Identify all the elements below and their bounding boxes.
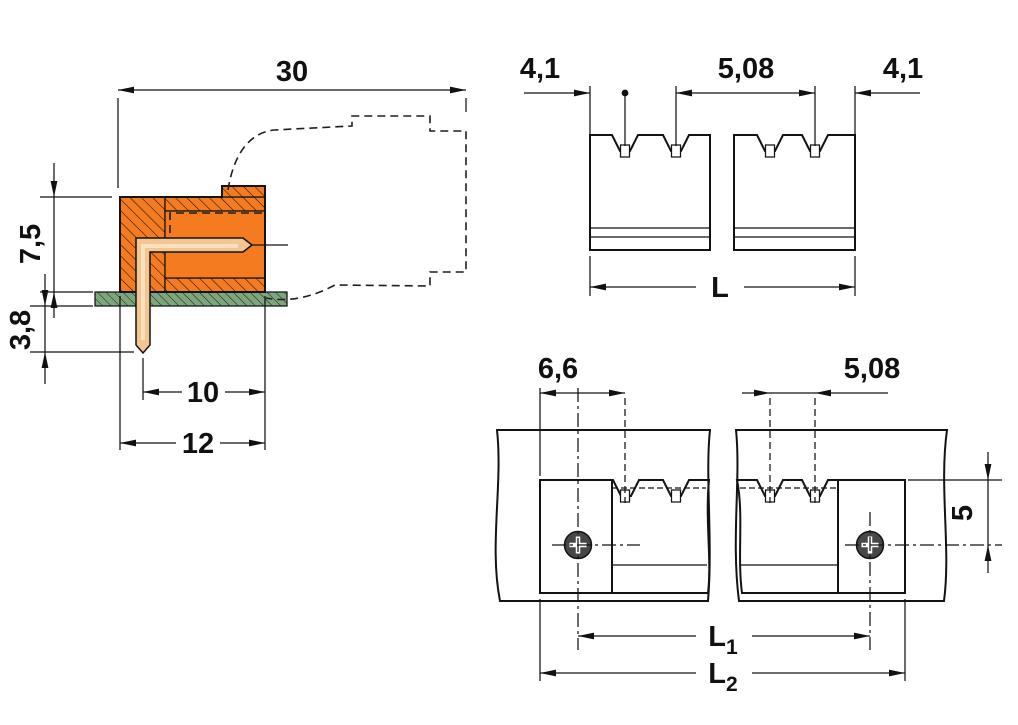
dim-end-margin-left: 4,1 [520,53,590,97]
dim-label-pole-pitch-panel: 5,08 [844,353,900,385]
first-pin-centerline [621,89,629,146]
dim-height-above-board: 7,5 [15,163,112,318]
connector-panel-right [735,479,839,594]
dim-edge-to-screw-axis: 5 [908,452,1002,573]
pin-openings-front [619,144,821,158]
dim-label-end-margin-left: 4,1 [520,53,560,85]
dim-flange-to-first-pole: 6,6 [538,353,625,476]
connector-panel-left [611,479,711,594]
dim-label-pin-length: 3,8 [5,310,37,350]
dim-label-end-margin-right: 4,1 [883,53,923,85]
pin-openings-panel [619,489,821,503]
dim-l2: L2 [539,599,906,696]
dim-label-flange-to-first-pole: 6,6 [538,353,578,385]
dim-label-pole-pitch-front: 5,08 [718,53,774,85]
dim-label-overall-depth: 30 [276,56,308,88]
dim-pole-pitch-front: 5,08 [676,53,815,97]
dim-pole-pitch-panel: 5,08 [742,353,900,397]
connector-front-right [733,134,856,251]
dim-label-l1: L1 [708,621,738,659]
front-view: 4,1 5,08 4,1 L [520,53,923,304]
dim-overall-depth: 30 [117,56,467,188]
dim-end-margin-right: 4,1 [855,53,923,97]
dim-label-body-depth: 12 [182,428,214,460]
dim-pin-length-below-board: 3,8 [5,274,134,384]
side-view: 30 7,5 3,8 10 [5,56,467,460]
connector-front-left [589,134,711,251]
panel-view: 6,6 5,08 5 L1 [494,353,1002,696]
dim-body-depth: 12 [119,296,265,460]
dim-l1: L1 [578,621,870,659]
mounting-flange-right [837,479,906,594]
dim-label-l2: L2 [708,658,737,696]
dim-total-length: L [589,256,856,304]
mounting-panel-right [734,429,949,602]
mounting-panel-left [494,429,712,602]
dim-label-total-length: L [711,272,729,304]
dim-pin-to-mating-face: 10 [142,296,266,450]
dim-label-height-above-board: 7,5 [15,224,47,264]
dim-label-pin-to-face: 10 [187,377,219,409]
dim-label-edge-to-screw-axis: 5 [947,505,979,521]
solder-pin [135,237,288,355]
pcb-board [94,291,288,307]
mating-connector-outline [169,115,467,301]
centerlines [552,388,1002,650]
